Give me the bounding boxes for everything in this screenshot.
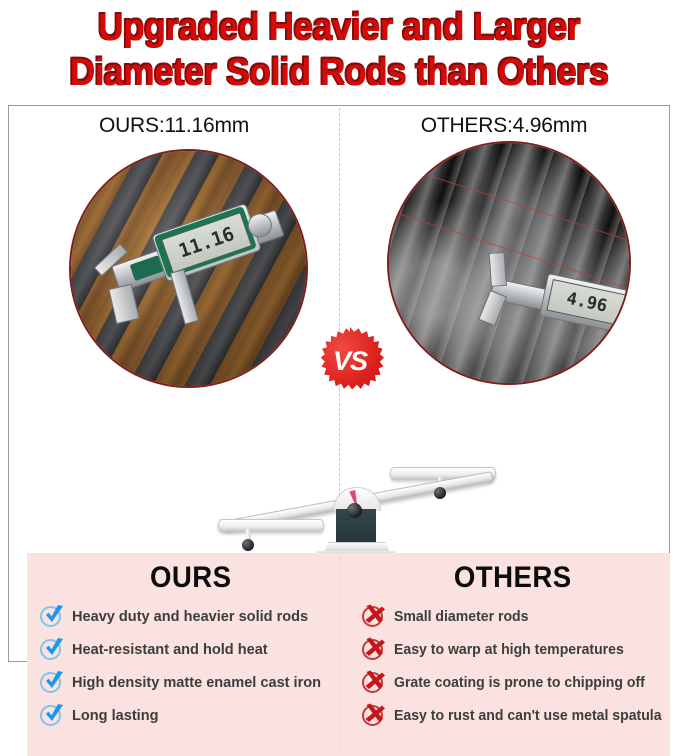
feature-comparison-panel: OURS Heavy duty and heavier solid rods H…: [27, 553, 670, 756]
list-item-label: Grate coating is prone to chipping off: [393, 674, 645, 691]
scale-pivot: [347, 503, 362, 518]
scale-stem-left: [246, 529, 251, 543]
title-line-1: Upgraded Heavier and Larger: [98, 7, 581, 49]
vs-label: VS: [332, 345, 368, 376]
list-item: Heavy duty and heavier solid rods: [39, 601, 343, 632]
list-item-label: High density matte enamel cast iron: [72, 674, 322, 691]
list-item-label: Heavy duty and heavier solid rods: [72, 608, 309, 625]
measurement-labels: OURS:11.16mm OTHERS:4.96mm: [9, 114, 669, 138]
list-item-label: Heat-resistant and hold heat: [72, 641, 268, 658]
caliper-upper-jaw: [488, 251, 507, 287]
rust-texture-overlay: [389, 143, 629, 383]
check-icon: [39, 637, 69, 663]
page-title: Upgraded Heavier and Larger Diameter Sol…: [0, 0, 679, 100]
scale-knob-right: [434, 487, 446, 499]
list-item: Easy to rust and can't use metal spatula: [361, 700, 665, 731]
others-feature-column: OTHERS Small diameter rods: [349, 553, 671, 756]
balance-scale: [205, 449, 505, 559]
ours-feature-column: OURS Heavy duty and heavier solid rods H…: [27, 553, 349, 756]
list-item-label: Easy to rust and can't use metal spatula: [393, 707, 662, 724]
list-item: Heat-resistant and hold heat: [39, 634, 343, 665]
list-item-label: Long lasting: [72, 707, 159, 724]
check-icon: [39, 703, 69, 729]
cross-icon: [361, 703, 391, 729]
list-item: Small diameter rods: [361, 601, 665, 632]
list-item: Easy to warp at high temperatures: [361, 634, 665, 665]
vs-badge: VS: [316, 327, 384, 395]
others-measurement-label: OTHERS:4.96mm: [420, 114, 588, 137]
others-product-photo: 4.96: [389, 143, 629, 383]
vertical-divider: [339, 108, 340, 661]
cross-icon: [361, 670, 391, 696]
ours-product-photo: 11.16: [71, 151, 306, 386]
list-item-label: Small diameter rods: [393, 608, 528, 625]
cross-icon: [361, 637, 391, 663]
check-icon: [39, 670, 69, 696]
scale-pan-left: [218, 519, 324, 532]
scale-knob-left: [242, 539, 254, 551]
list-item: Grate coating is prone to chipping off: [361, 667, 665, 698]
list-item: Long lasting: [39, 700, 343, 731]
others-column-heading: OTHERS: [453, 561, 572, 594]
ours-column-heading: OURS: [149, 561, 232, 594]
ours-measurement-label: OURS:11.16mm: [98, 114, 250, 137]
cross-icon: [361, 604, 391, 630]
list-item: High density matte enamel cast iron: [39, 667, 343, 698]
title-line-2: Diameter Solid Rods than Others: [69, 52, 610, 94]
panel-divider: [339, 557, 340, 752]
list-item-label: Easy to warp at high temperatures: [393, 641, 624, 658]
caliper-reading-value: 4.96: [564, 288, 609, 317]
check-icon: [39, 604, 69, 630]
starburst-icon: [320, 327, 384, 390]
comparison-frame: OURS:11.16mm OTHERS:4.96mm 11.16: [8, 105, 670, 756]
